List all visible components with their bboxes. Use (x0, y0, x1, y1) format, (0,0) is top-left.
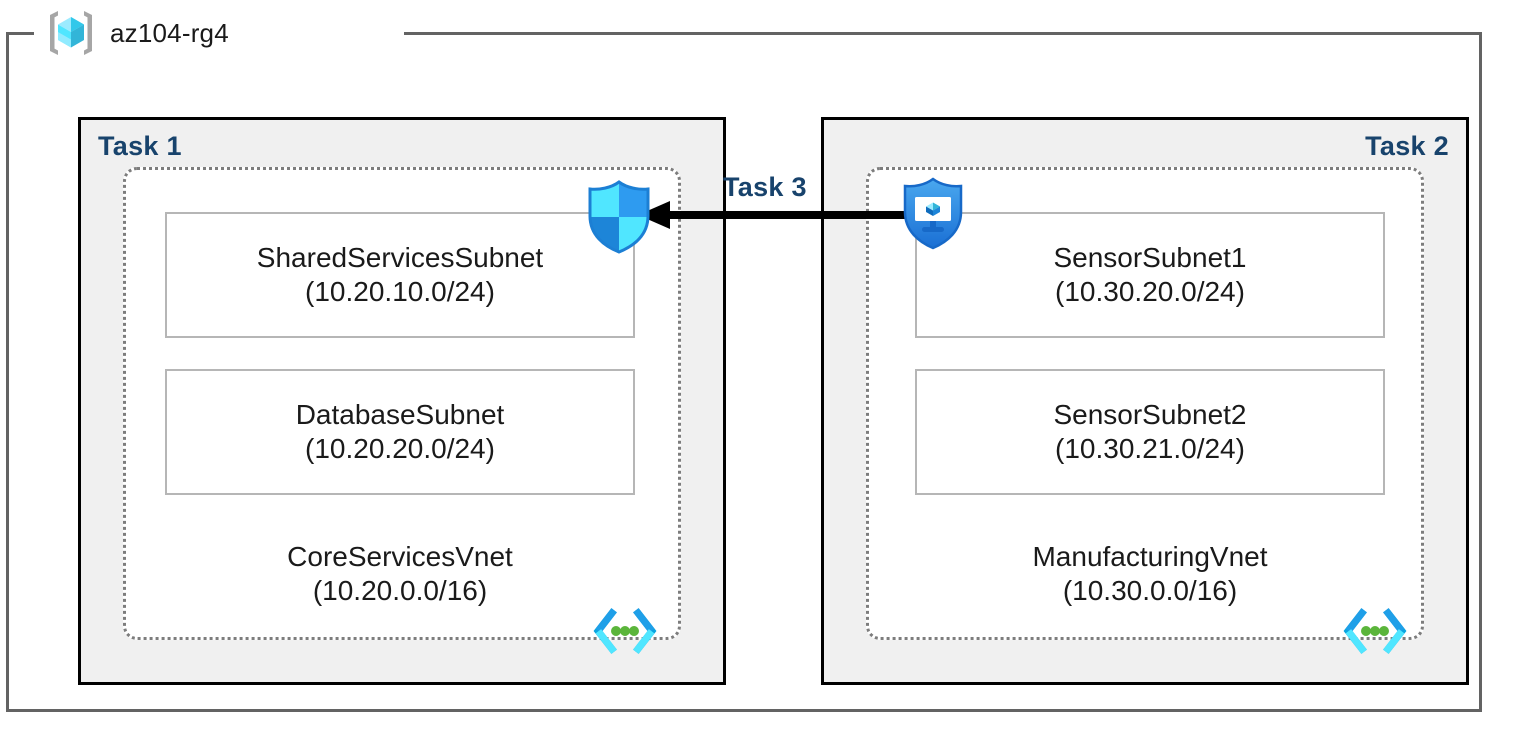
subnet-sensorsubnet1-name: SensorSubnet1 (1053, 241, 1247, 273)
resource-group-header: az104-rg4 (44, 6, 229, 60)
virtual-network-icon (1342, 607, 1408, 655)
subnet-sharedservices-cidr: (10.20.10.0/24) (305, 276, 495, 307)
peering-arrow-left-icon (636, 198, 912, 232)
resource-group-name: az104-rg4 (110, 18, 229, 48)
subnet-sensorsubnet2-name: SensorSubnet2 (1053, 398, 1247, 430)
network-watcher-shield-monitor-icon (897, 176, 969, 250)
subnet-sensorsubnet1: SensorSubnet1 (10.30.20.0/24) (915, 212, 1385, 338)
virtual-network-icon (592, 607, 658, 655)
task-3-label: Task 3 (723, 172, 807, 202)
resource-group-cube-icon (44, 6, 98, 60)
task-2-label: Task 2 (1365, 131, 1449, 161)
subnet-sensorsubnet1-cidr: (10.30.20.0/24) (1055, 276, 1245, 307)
resource-group-title-gap (34, 22, 404, 44)
resource-group-frame (6, 32, 1482, 712)
vnet-coreservices-caption: CoreServicesVnet (10.20.0.0/16) (165, 540, 635, 608)
subnet-sensorsubnet2-cidr: (10.30.21.0/24) (1055, 433, 1245, 464)
vnet-manufacturing-name: ManufacturingVnet (1032, 541, 1268, 572)
subnet-database-cidr: (10.20.20.0/24) (305, 433, 495, 464)
task-1-label: Task 1 (98, 131, 182, 161)
vnet-manufacturing-cidr: (10.30.0.0/16) (1062, 575, 1238, 607)
subnet-sharedservices: SharedServicesSubnet (10.20.10.0/24) (165, 212, 635, 338)
vnet-coreservices-name: CoreServicesVnet (287, 541, 513, 572)
vnet-coreservices-cidr: (10.20.0.0/16) (312, 575, 488, 607)
vnet-manufacturing-caption: ManufacturingVnet (10.30.0.0/16) (915, 540, 1385, 608)
subnet-database-name: DatabaseSubnet (295, 398, 505, 430)
subnet-database: DatabaseSubnet (10.20.20.0/24) (165, 369, 635, 495)
network-security-group-shield-icon (583, 180, 655, 254)
subnet-sensorsubnet2: SensorSubnet2 (10.30.21.0/24) (915, 369, 1385, 495)
subnet-sharedservices-name: SharedServicesSubnet (256, 241, 544, 273)
